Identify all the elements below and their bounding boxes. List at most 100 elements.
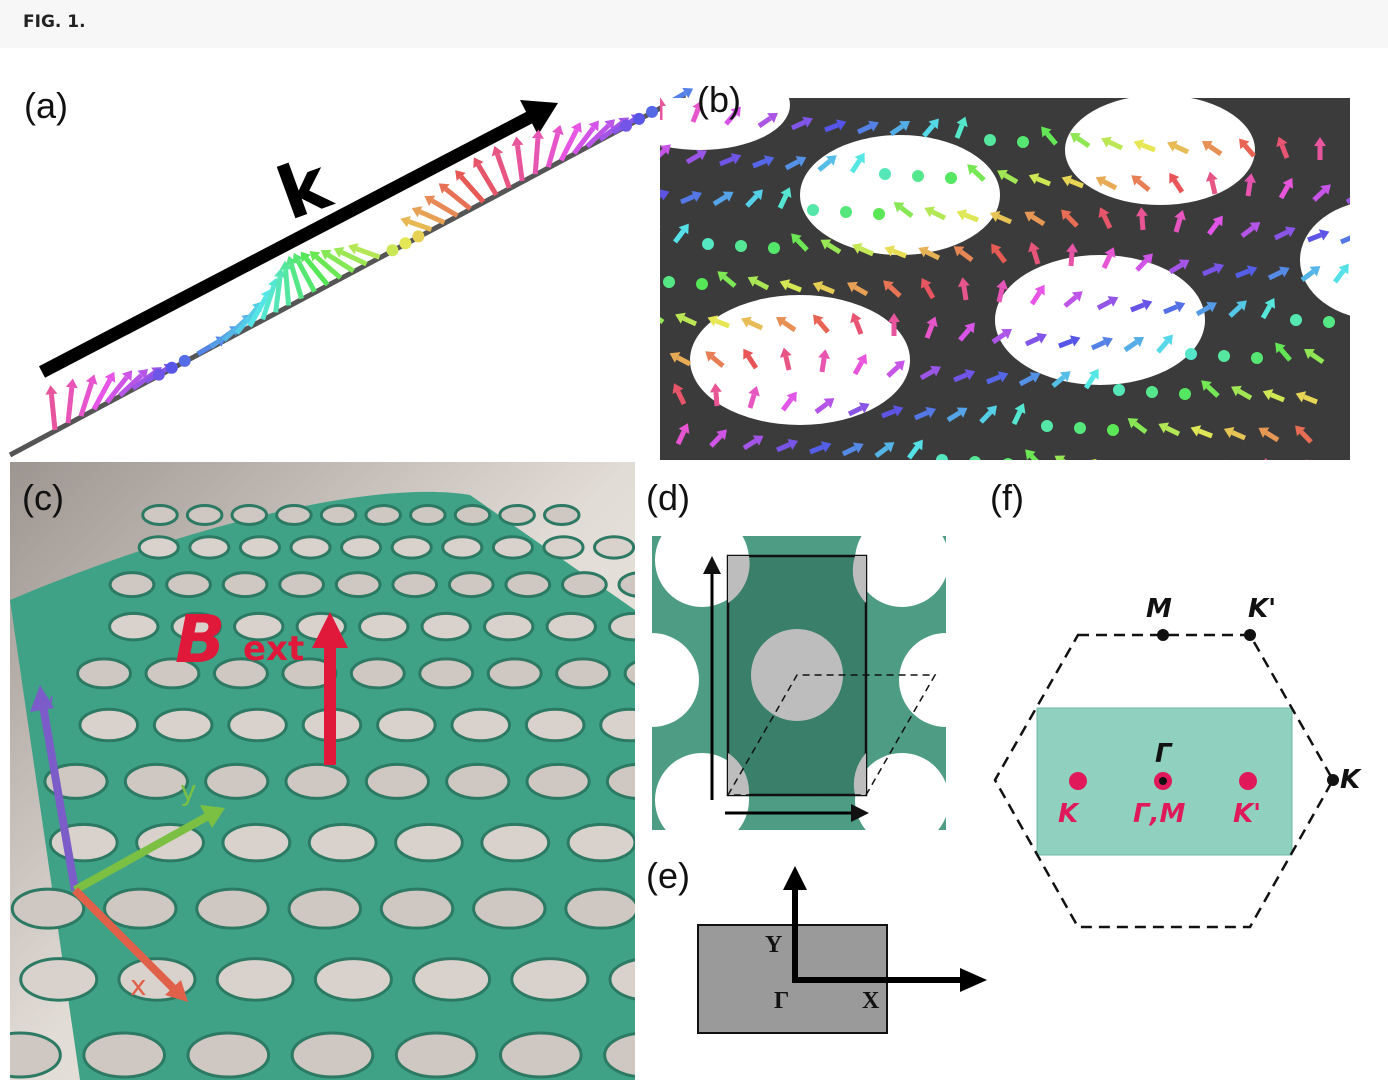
spin-dot xyxy=(696,278,708,290)
spin-arrowhead xyxy=(883,280,894,291)
z-axis xyxy=(38,699,79,891)
spin-arrowhead xyxy=(1225,459,1227,460)
hole xyxy=(855,536,946,607)
spin-arrow xyxy=(660,316,665,325)
spin-dot xyxy=(1003,458,1013,460)
spin-arrow xyxy=(1003,172,1019,185)
hole xyxy=(103,887,178,930)
spin-arrow xyxy=(1245,181,1253,197)
spin-arrowhead xyxy=(964,322,975,334)
spin-dot xyxy=(152,368,165,381)
spin-arrowhead xyxy=(912,439,923,451)
spin-dot xyxy=(1017,136,1029,148)
spin-dot xyxy=(807,204,819,216)
spin-arrow xyxy=(1156,339,1169,354)
spin-arrowhead xyxy=(1264,297,1276,309)
folded-Kp-label: K' xyxy=(1233,799,1261,829)
spin-arrowhead xyxy=(65,378,78,389)
spin-arrowhead xyxy=(791,233,802,245)
spin-arrowhead xyxy=(1088,368,1099,380)
spin-arrowhead xyxy=(644,309,655,319)
spin-arrowhead xyxy=(348,243,359,255)
spin-arrow xyxy=(959,249,974,262)
spin-arrow xyxy=(924,324,935,339)
spin-arrowhead xyxy=(320,249,332,261)
wavevector-arrow-shaft xyxy=(38,106,544,378)
hole xyxy=(542,535,585,560)
spin-arrow xyxy=(690,108,701,123)
panel-f: (f) M K' K Γ K Γ,M K' xyxy=(990,477,1362,929)
spin-arrow xyxy=(1264,430,1280,443)
field-subscript: ext xyxy=(243,629,304,669)
spin-arrowhead xyxy=(717,271,729,282)
spin-arrow xyxy=(91,378,113,411)
x-axis-head xyxy=(165,980,188,1002)
spin-arrowhead xyxy=(1275,342,1286,354)
spin-arrowhead xyxy=(996,279,1008,290)
spin-arrowhead xyxy=(678,423,690,434)
hole xyxy=(445,762,511,800)
spin-arrowhead xyxy=(531,129,544,139)
folded-GM-label: Γ,M xyxy=(1133,799,1185,829)
spin-arrowhead xyxy=(1133,337,1144,348)
spin-arrow xyxy=(719,156,734,167)
spin-arrowhead xyxy=(707,315,719,327)
point-M-dot xyxy=(1157,629,1169,641)
spin-arrow xyxy=(745,194,759,208)
spin-arrowhead xyxy=(1262,389,1274,401)
spin-dot xyxy=(1146,386,1158,398)
hole xyxy=(358,611,410,642)
spin-arrow xyxy=(754,279,770,291)
spin-dot xyxy=(735,240,747,252)
hole xyxy=(545,611,597,642)
hole xyxy=(233,611,285,642)
spin-arrowhead xyxy=(85,374,98,385)
spin-arrowhead xyxy=(787,438,799,450)
spin-arrow xyxy=(748,319,764,331)
spin-arrow xyxy=(1094,464,1107,470)
spin-arrow xyxy=(1206,384,1220,398)
spin-arrowhead xyxy=(1102,336,1113,348)
spin-arrowhead xyxy=(411,206,423,218)
spin-arrowhead xyxy=(455,170,466,181)
spin-arrowhead xyxy=(997,371,1009,383)
hole xyxy=(623,660,635,687)
hole xyxy=(453,504,492,526)
hole xyxy=(141,504,179,526)
hole xyxy=(221,822,292,863)
spin-arrow xyxy=(847,405,863,417)
spin-arrow xyxy=(641,392,651,402)
spin-arrow xyxy=(1141,142,1156,153)
spin-arrowhead xyxy=(918,246,930,258)
hole xyxy=(420,611,472,642)
spin-arrow xyxy=(1083,374,1096,390)
spin-arrow xyxy=(859,246,874,257)
spin-arrowhead xyxy=(775,317,787,328)
spin-arrowhead xyxy=(856,353,868,365)
spin-dot xyxy=(1113,384,1125,396)
spin-arrow xyxy=(709,434,723,448)
spin-arrowhead xyxy=(1249,222,1261,233)
spin-arrow xyxy=(1058,338,1073,349)
y-axis-head xyxy=(200,805,225,828)
hole xyxy=(498,504,536,526)
gamma-center-dot xyxy=(1159,777,1167,785)
spin-arrowhead xyxy=(752,189,763,201)
spin-arrow xyxy=(777,194,789,210)
hole xyxy=(238,535,282,560)
spin-arrow xyxy=(1090,339,1106,351)
spin-arrow xyxy=(78,382,94,417)
spin-arrowhead xyxy=(825,155,837,166)
spin-arrow xyxy=(1195,304,1211,317)
spin-arrowhead xyxy=(858,402,870,414)
spin-arrow xyxy=(853,320,864,335)
spin-dot xyxy=(840,206,852,218)
spin-arrow xyxy=(1123,340,1138,353)
panel-e-label: (e) xyxy=(646,855,690,896)
hole xyxy=(108,611,160,642)
spin-arrow xyxy=(685,152,701,165)
spin-arrow xyxy=(680,194,695,205)
spin-dot xyxy=(1323,316,1335,328)
spin-arrow xyxy=(48,393,58,431)
spin-arrowhead xyxy=(604,119,615,130)
